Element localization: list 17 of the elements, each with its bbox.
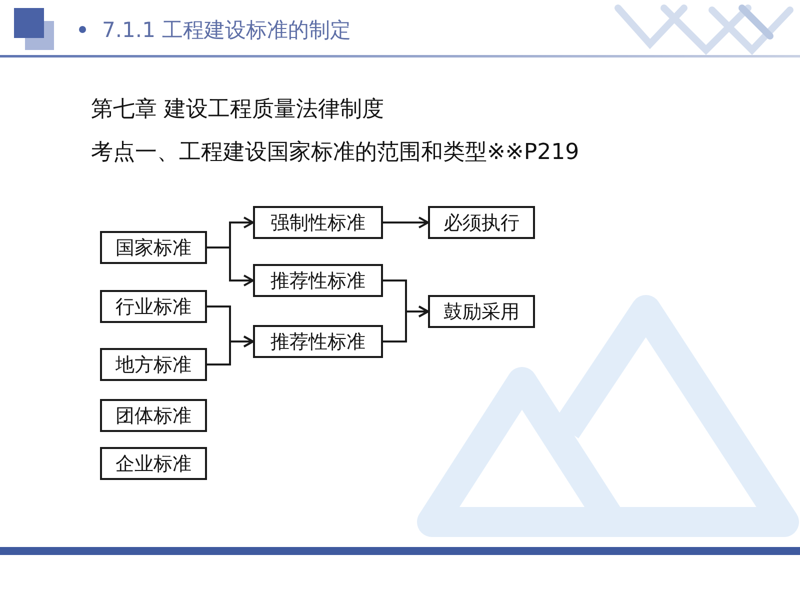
category-box: 团体标准 (100, 399, 207, 432)
category-box: 鼓励采用 (428, 295, 535, 328)
arrow (383, 216, 429, 228)
category-box: 推荐性标准 (253, 264, 383, 297)
category-box: 行业标准 (100, 290, 207, 323)
arrow (207, 336, 254, 366)
category-box: 必须执行 (428, 206, 535, 239)
arrow (207, 246, 254, 286)
category-box: 企业标准 (100, 447, 207, 480)
chapter-heading: 第七章 建设工程质量法律制度 (91, 96, 384, 124)
category-box: 推荐性标准 (253, 325, 383, 358)
category-box: 国家标准 (100, 231, 207, 264)
section-heading: 考点一、工程建设国家标准的范围和类型※※P219 (91, 139, 580, 167)
slide-title: 7.1.1 工程建设标准的制定 (102, 17, 352, 44)
category-box: 地方标准 (100, 348, 207, 381)
arrow (383, 306, 429, 342)
category-box: 强制性标准 (253, 206, 383, 239)
